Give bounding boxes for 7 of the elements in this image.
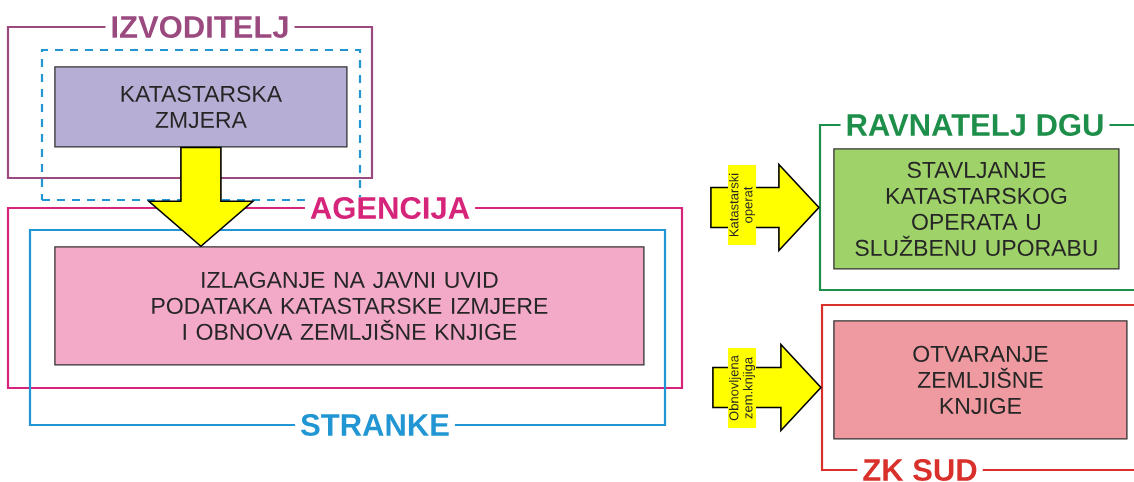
block-arrow — [146, 146, 256, 248]
process-box: IZLAGANJE NA JAVNI UVID PODATAKA KATASTARSKE IZMJERE I OBNOVA ZEMLJIŠNE KNJIGE — [54, 246, 645, 366]
edge-label: Obnovljena zem.knjiga — [727, 348, 757, 428]
edge-label: Katastarski operat — [727, 165, 757, 245]
process-box: STAVLJANJE KATASTARSKOG OPERATA U SLUŽBENU UPORABU — [833, 148, 1120, 270]
process-box: KATASTARSKA ZMJERA — [54, 66, 348, 148]
process-box: OTVARANJE ZEMLJIŠNE KNJIGE — [833, 320, 1128, 440]
